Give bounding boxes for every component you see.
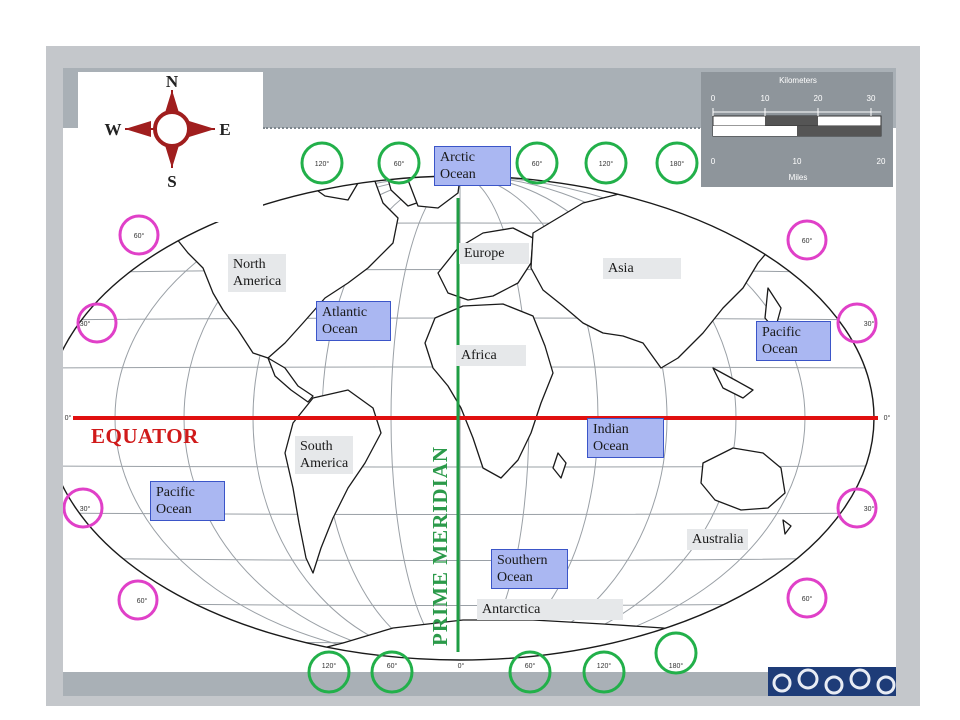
compass-w: W: [105, 120, 122, 139]
longitude-circle-top-120w: [300, 141, 344, 185]
longitude-circle-top-180: [655, 141, 699, 185]
label-europe: Europe: [459, 243, 529, 264]
scale-km-tick: 30: [867, 94, 876, 103]
latitude-circle-left-60s: [117, 579, 159, 621]
latitude-circle-left-30n: [76, 302, 118, 344]
compass-n: N: [166, 72, 179, 91]
deg-label: 30°: [80, 505, 91, 513]
scale-mi-tick: 0: [711, 157, 716, 166]
australia-shape: [700, 447, 786, 511]
scale-bar: Kilometers 0 10 20 30 0 10 20 Miles: [701, 72, 893, 187]
compass-e: E: [219, 120, 230, 139]
scale-mi-title: Miles: [789, 173, 808, 182]
compass-s: S: [167, 172, 176, 191]
deg-label: 120°: [597, 662, 612, 670]
scale-km-title: Kilometers: [779, 76, 817, 85]
deg-label: 60°: [802, 237, 813, 245]
dotted-divider: [263, 127, 703, 129]
deg-label: 60°: [802, 595, 813, 603]
label-africa: Africa: [456, 345, 526, 366]
deg-label: 60°: [525, 662, 536, 670]
latitude-circle-right-30n: [836, 302, 878, 344]
deg-label: 180°: [670, 160, 685, 168]
longitude-circle-bottom-60e: [508, 650, 552, 694]
latitude-circle-left-60n: [118, 214, 160, 256]
deg-label: 0°: [65, 414, 72, 422]
deg-label: 60°: [137, 597, 148, 605]
latitude-circle-right-60n: [786, 219, 828, 261]
scale-km-tick: 0: [711, 94, 716, 103]
map-slide: N S W E Kilometers 0 10 20 30 0 10 20: [63, 68, 896, 696]
longitude-circle-top-60e: [515, 141, 559, 185]
latitude-circles: [63, 214, 878, 621]
label-australia: Australia: [687, 529, 749, 550]
scale-km-tick: 20: [814, 94, 823, 103]
bottom-band: [63, 672, 896, 696]
compass-rose: N S W E: [78, 72, 263, 222]
deg-label: 60°: [387, 662, 398, 670]
latitude-circle-left-30s: [63, 487, 104, 529]
longitude-circle-bottom-180: [654, 631, 698, 675]
scale-mi-tick: 20: [877, 157, 886, 166]
longitude-circle-bottom-120e: [582, 650, 626, 694]
deg-label: 30°: [80, 320, 91, 328]
deg-label: 120°: [599, 160, 614, 168]
latitude-circle-right-30s: [836, 487, 878, 529]
longitude-circle-bottom-60w: [370, 650, 414, 694]
deg-label: 0°: [884, 414, 891, 422]
longitude-circle-bottom-120w: [307, 650, 351, 694]
deg-label: 0°: [458, 662, 465, 670]
deg-label: 30°: [864, 505, 875, 513]
decorative-pattern: [768, 667, 896, 696]
graticule: [63, 176, 874, 660]
prime-meridian-label: PRIME MERIDIAN: [428, 445, 452, 646]
deg-label: 30°: [864, 320, 875, 328]
deg-label: 60°: [394, 160, 405, 168]
longitude-circle-top-120e: [584, 141, 628, 185]
deg-label: 60°: [532, 160, 543, 168]
scale-mi-tick: 10: [793, 157, 802, 166]
deg-label: 120°: [315, 160, 330, 168]
longitude-circle-top-60w: [377, 141, 421, 185]
label-antarctica: Antarctica: [477, 599, 623, 620]
deg-label: 120°: [322, 662, 337, 670]
label-asia: Asia: [603, 258, 681, 279]
scale-km-tick: 10: [761, 94, 770, 103]
longitude-circles: [300, 141, 699, 694]
deg-label: 180°: [669, 662, 684, 670]
deg-label: 60°: [134, 232, 145, 240]
equator-label: EQUATOR: [91, 424, 199, 448]
latitude-circle-right-60s: [786, 577, 828, 619]
